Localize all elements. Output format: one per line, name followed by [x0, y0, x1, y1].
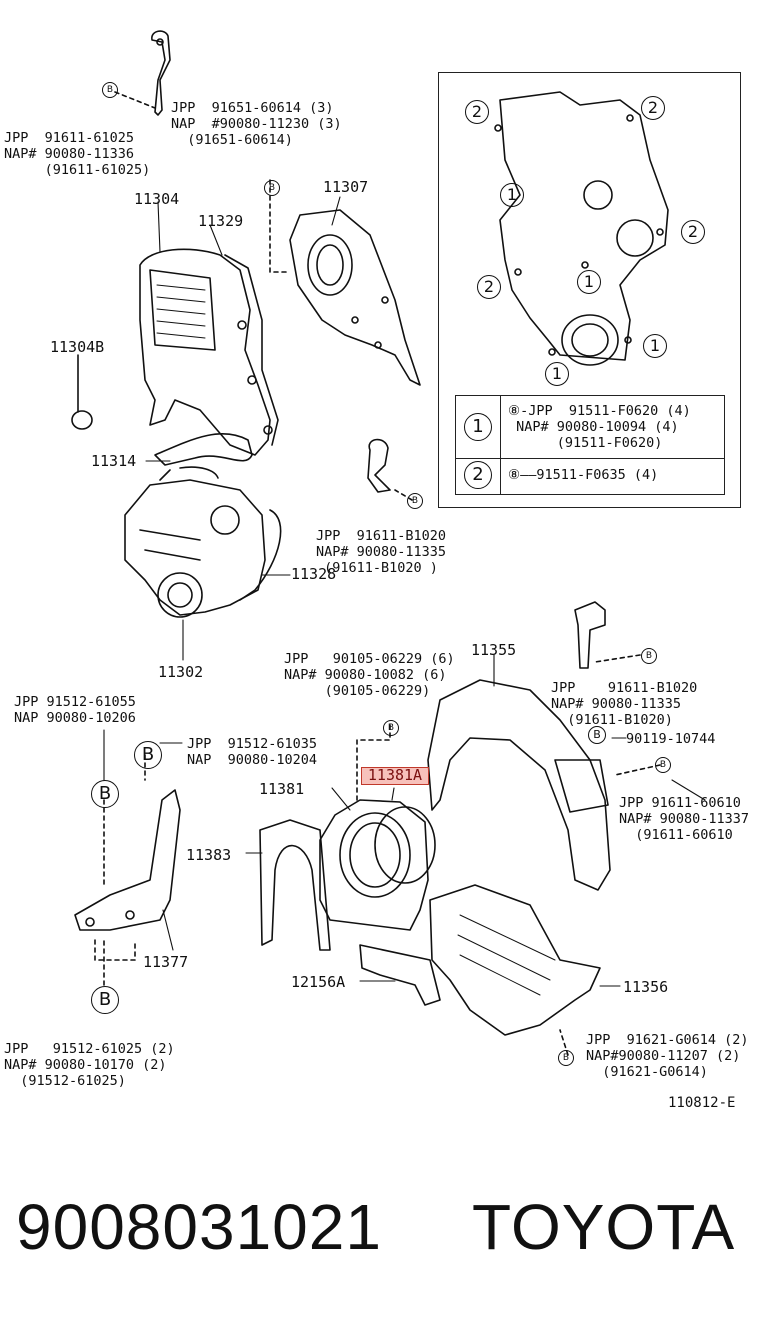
footer-brand: TOYOTA — [472, 1191, 736, 1263]
callout-lower-right-top: JPP 91611-B1020 NAP# 90080-11335 (91611-… — [551, 680, 698, 728]
part-11307[interactable]: 11307 — [323, 178, 369, 196]
b-marker: B — [558, 1050, 574, 1066]
b-marker: B — [91, 780, 119, 808]
position-2-marker: 2 — [477, 275, 501, 299]
footer-part-number: 9008031021 — [16, 1191, 382, 1263]
b-marker: B — [264, 180, 280, 196]
part-11304b[interactable]: 11304B — [50, 338, 105, 356]
callout-left-b: JPP 91512-61035 NAP 90080-10204 — [187, 736, 318, 768]
position-1-marker: 1 — [545, 362, 569, 386]
callout-bottom-left: JPP 91512-61025 (2) NAP# 90080-10170 (2)… — [4, 1041, 175, 1089]
callout-mid-right: JPP 91611-B1020 NAP# 90080-11335 (91611-… — [316, 528, 447, 576]
callout-top-center: JPP 91651-60614 (3) NAP #90080-11230 (3)… — [171, 100, 342, 148]
b-marker: B — [383, 720, 399, 736]
position-2-marker: 2 — [641, 96, 665, 120]
part-11314[interactable]: 11314 — [91, 452, 137, 470]
legend-row-1-text: ⑧-JPP 91511-F0620 (4) NAP# 90080-10094 (… — [508, 403, 691, 451]
b-marker: B — [407, 493, 423, 509]
legend-row-2: 2 ⑧——91511-F0635 (4) — [456, 458, 724, 494]
legend-row-1-marker: 1 — [464, 413, 492, 441]
position-2-marker: 2 — [681, 220, 705, 244]
part-11383[interactable]: 11383 — [186, 846, 232, 864]
part-11355[interactable]: 11355 — [471, 641, 517, 659]
b-marker: B — [641, 648, 657, 664]
position-1-marker: 1 — [643, 334, 667, 358]
legend-row-2-marker: 2 — [464, 461, 492, 489]
b-marker: B — [102, 82, 118, 98]
legend-row-2-text: ⑧——91511-F0635 (4) — [508, 467, 659, 483]
callout-left-bracket: JPP 91512-61055 NAP 90080-10206 — [14, 694, 136, 726]
legend-row-1: 1 ⑧-JPP 91511-F0620 (4) NAP# 90080-10094… — [456, 396, 724, 459]
callout-lower-center: JPP 90105-06229 (6) NAP# 90080-10082 (6)… — [284, 651, 455, 699]
part-11304[interactable]: 11304 — [134, 190, 180, 208]
part-11329[interactable]: 11329 — [198, 212, 244, 230]
part-11381a-highlight[interactable]: 11381A — [361, 767, 429, 785]
part-11377[interactable]: 11377 — [143, 953, 189, 971]
part-11356[interactable]: 11356 — [623, 978, 669, 996]
part-11328[interactable]: 11328 — [291, 565, 337, 583]
position-2-marker: 2 — [465, 100, 489, 124]
part-12156a[interactable]: 12156A — [291, 973, 346, 991]
fastener-legend-table: 1 ⑧-JPP 91511-F0620 (4) NAP# 90080-10094… — [455, 395, 725, 495]
b-marker: B — [134, 741, 162, 769]
callout-bolt-90119: 90119-10744 — [626, 731, 716, 747]
position-1-marker: 1 — [577, 270, 601, 294]
legend-row-2-number-cell: 2 — [456, 458, 501, 494]
b-marker: B — [588, 726, 606, 744]
b-marker: B — [91, 986, 119, 1014]
diagram-code: 110812-E — [668, 1095, 736, 1111]
position-1-marker: 1 — [500, 183, 524, 207]
part-11381[interactable]: 11381 — [259, 780, 305, 798]
inset-detail-box — [438, 72, 741, 508]
callout-top-left: JPP 91611-61025 NAP# 90080-11336 (91611-… — [4, 130, 151, 178]
callout-lower-right: JPP 91611-60610 NAP# 90080-11337 (91611-… — [619, 795, 750, 843]
callout-bottom-right: JPP 91621-G0614 (2) NAP#90080-11207 (2) … — [586, 1032, 749, 1080]
part-11302[interactable]: 11302 — [158, 663, 204, 681]
b-marker: B — [655, 757, 671, 773]
legend-row-1-number-cell: 1 — [456, 396, 501, 458]
